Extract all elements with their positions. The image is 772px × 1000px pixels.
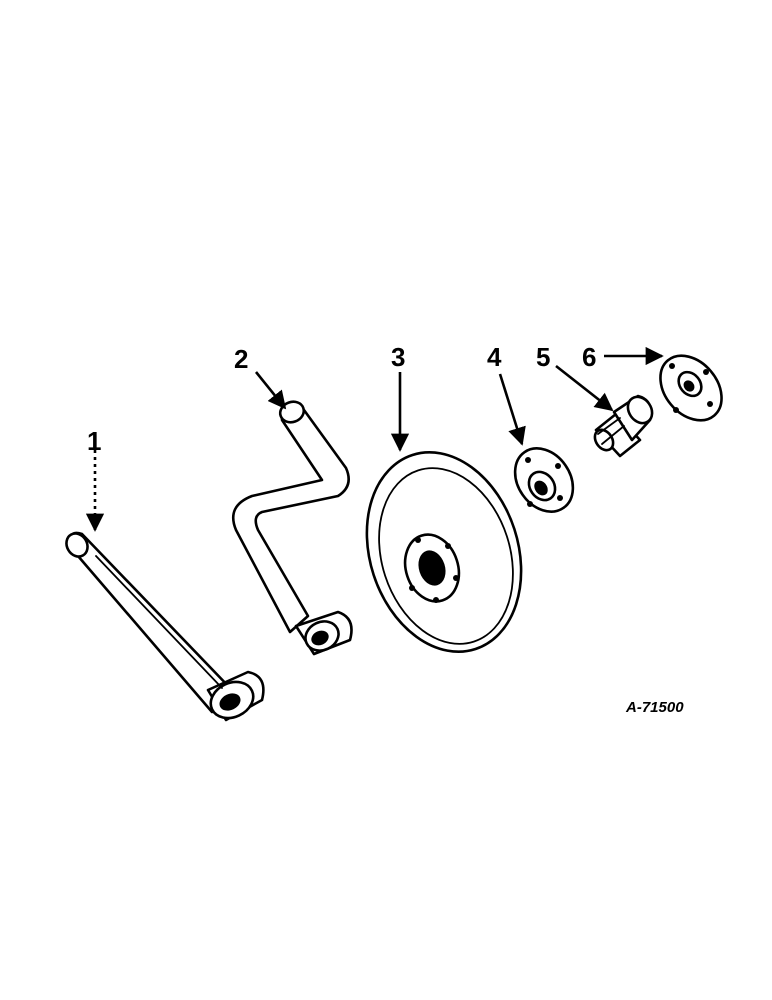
reference-code: A-71500 — [625, 699, 684, 716]
callout-3: 3 — [391, 342, 405, 372]
callout-2: 2 — [234, 344, 248, 374]
callout-4: 4 — [487, 342, 502, 372]
callout-1: 1 — [87, 426, 101, 456]
part-6: 6 — [582, 342, 723, 422]
callout-6: 6 — [582, 342, 596, 372]
part-4: 4 — [487, 342, 575, 513]
part-1: 1 — [65, 426, 265, 722]
straight-arm-icon — [65, 531, 265, 722]
part-2: 2 — [231, 344, 353, 656]
hub-flange-icon — [513, 447, 575, 513]
spindle-icon — [593, 394, 654, 458]
washer-plate-icon — [659, 354, 723, 422]
callout-5: 5 — [536, 342, 550, 372]
disc-blade-icon — [365, 451, 523, 653]
offset-arm-icon — [231, 400, 353, 656]
part-5: 5 — [536, 342, 654, 458]
part-3: 3 — [365, 342, 523, 653]
